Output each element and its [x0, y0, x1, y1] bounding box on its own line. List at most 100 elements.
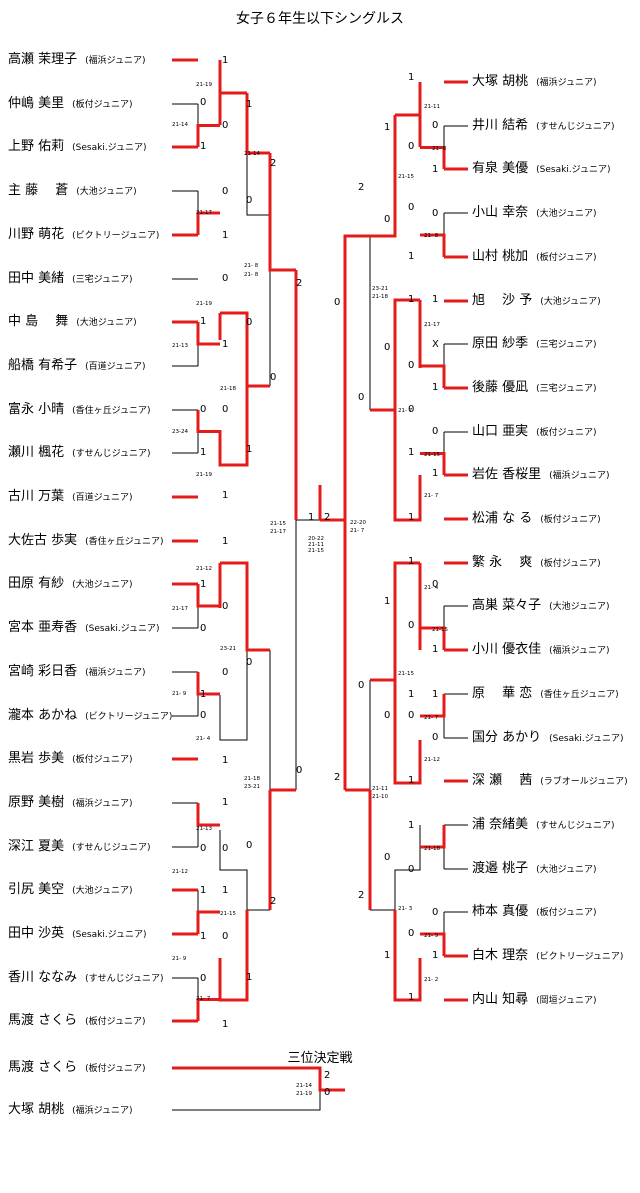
score-label: 21-11 [372, 786, 388, 792]
player-name: 富永 小晴 [8, 402, 65, 417]
round-result-label: 0 [246, 840, 252, 851]
round-result-label: 1 [408, 992, 414, 1003]
round-result-label: 1 [200, 689, 206, 700]
player-name: 浦 奈緒美 [472, 817, 529, 832]
player-club: (大池ジュニア) [76, 318, 137, 328]
round-result-label: 0 [408, 141, 414, 152]
right-player-8: 後藤 優凪(三宅ジュニア) [472, 380, 597, 396]
left-player-16: 瀧本 あかね(ビクトリージュニア) [8, 708, 172, 724]
left-player-8: 船橋 有希子(百道ジュニア) [8, 358, 146, 374]
round-result-label: 0 [432, 579, 438, 590]
round-result-label: 0 [324, 1087, 330, 1098]
player-name: 深江 夏美 [8, 839, 65, 854]
left-player-10: 瀬川 楓花(すせんじジュニア) [8, 445, 151, 461]
left-r1-advance [196, 211, 220, 235]
player-club: (Sesaki.ジュニア) [72, 143, 147, 153]
round-result-label: 1 [222, 885, 228, 896]
player-club: (板付ジュニア) [72, 755, 133, 765]
round-result-label: 1 [408, 512, 414, 523]
round-result-label: 0 [200, 97, 206, 108]
round-result-label: 0 [432, 120, 438, 131]
player-club: (大池ジュニア) [549, 602, 610, 612]
player-club: (すせんじジュニア) [536, 821, 615, 831]
player-club: (大池ジュニア) [72, 886, 133, 896]
player-name: 白木 理奈 [472, 948, 529, 963]
round-result-label: 2 [270, 896, 276, 907]
player-club: (福浜ジュニア) [72, 799, 133, 809]
left-player-21: 田中 沙英(Sesaki.ジュニア) [8, 926, 147, 942]
score-label: 21-17 [270, 529, 286, 535]
round-result-label: 0 [432, 732, 438, 743]
left-player-1: 高瀬 茉理子(福浜ジュニア) [8, 52, 146, 68]
round-result-label: 0 [222, 186, 228, 197]
player-name: 小山 幸奈 [472, 205, 529, 220]
bracket-line [172, 1066, 345, 1092]
right-player-16: 国分 あかり(Sesaki.ジュニア) [472, 730, 624, 746]
round-result-label: 0 [384, 214, 390, 225]
right-player-10: 岩佐 香桜里(福浜ジュニア) [472, 467, 610, 483]
left-r1-advance [196, 584, 220, 608]
round-result-label: 2 [324, 1070, 330, 1081]
left-player-19: 深江 夏美(すせんじジュニア) [8, 839, 151, 855]
round-result-label: 0 [246, 657, 252, 668]
round-result-label: 1 [432, 644, 438, 655]
bracket-line [218, 561, 270, 652]
right-player-19: 渡邉 桃子(大池ジュニア) [472, 861, 597, 877]
round-result-label: 0 [200, 843, 206, 854]
left-player-6: 田中 美緒(三宅ジュニア) [8, 271, 133, 287]
round-result-label: 1 [408, 689, 414, 700]
right-player-6: 旭 沙 予(大池ジュニア) [472, 293, 601, 309]
score-label: 23-21 [244, 784, 260, 790]
round-result-label: 0 [384, 710, 390, 721]
player-club: (板付ジュニア) [540, 559, 601, 569]
score-label: 21- 8 [432, 146, 447, 152]
right-player-2: 井川 結希(すせんじジュニア) [472, 118, 615, 134]
bracket-lines-black [172, 93, 468, 1111]
player-club: (三宅ジュニア) [72, 275, 133, 285]
round-result-label: 1 [408, 775, 414, 786]
round-result-label: 1 [384, 596, 390, 607]
round-result-label: 0 [408, 202, 414, 213]
score-label: 21-14 [244, 151, 260, 157]
score-label: 21- 8 [424, 233, 439, 239]
bracket-lines-red [172, 58, 468, 1092]
score-label: 21-11 [308, 542, 324, 548]
bracket-line [245, 93, 270, 155]
round-result-label: 0 [222, 931, 228, 942]
round-result-label: 0 [200, 404, 206, 415]
right-r1-advance [420, 452, 446, 475]
right-player-12: 繁 永 爽(板付ジュニア) [472, 555, 601, 571]
round-result-label: 0 [246, 317, 252, 328]
player-name: 上野 佑莉 [8, 139, 65, 154]
left-player-3: 上野 佑莉 (Sesaki.ジュニア) [8, 139, 147, 155]
round-result-label: 0 [222, 273, 228, 284]
round-result-label: 1 [408, 72, 414, 83]
player-club: (すせんじジュニア) [72, 449, 151, 459]
round-result-label: 0 [222, 667, 228, 678]
player-club: (香住ヶ丘ジュニア) [85, 537, 164, 547]
round-result-label: 2 [324, 512, 330, 523]
left-player-4: 主 藤 蒼(大池ジュニア) [8, 183, 137, 199]
player-club: (大池ジュニア) [536, 865, 597, 875]
player-club: (福浜ジュニア) [549, 471, 610, 481]
player-name: 瀧本 あかね [8, 708, 78, 723]
player-club: (香住ヶ丘ジュニア) [72, 406, 151, 416]
bracket-line [343, 234, 370, 520]
score-label: 21-14 [172, 122, 188, 128]
round-result-label: 2 [334, 772, 340, 783]
score-label: 21-17 [172, 606, 188, 612]
left-player-15: 宮崎 彩日香(福浜ジュニア) [8, 664, 146, 680]
player-name: 原田 紗季 [472, 336, 529, 351]
score-label: 21-12 [172, 869, 188, 875]
player-name: 香川 ななみ [8, 970, 78, 985]
score-label: 21-18 [424, 846, 440, 852]
score-label: 21-18 [244, 776, 260, 782]
player-club: (Sesaki.ジュニア) [85, 624, 160, 634]
round-result-label: 0 [334, 297, 340, 308]
left-r1-advance [196, 672, 220, 696]
right-r1-advance [420, 364, 446, 388]
score-label: 21-10 [372, 794, 388, 800]
player-name: 宮本 亜寿香 [8, 620, 78, 635]
